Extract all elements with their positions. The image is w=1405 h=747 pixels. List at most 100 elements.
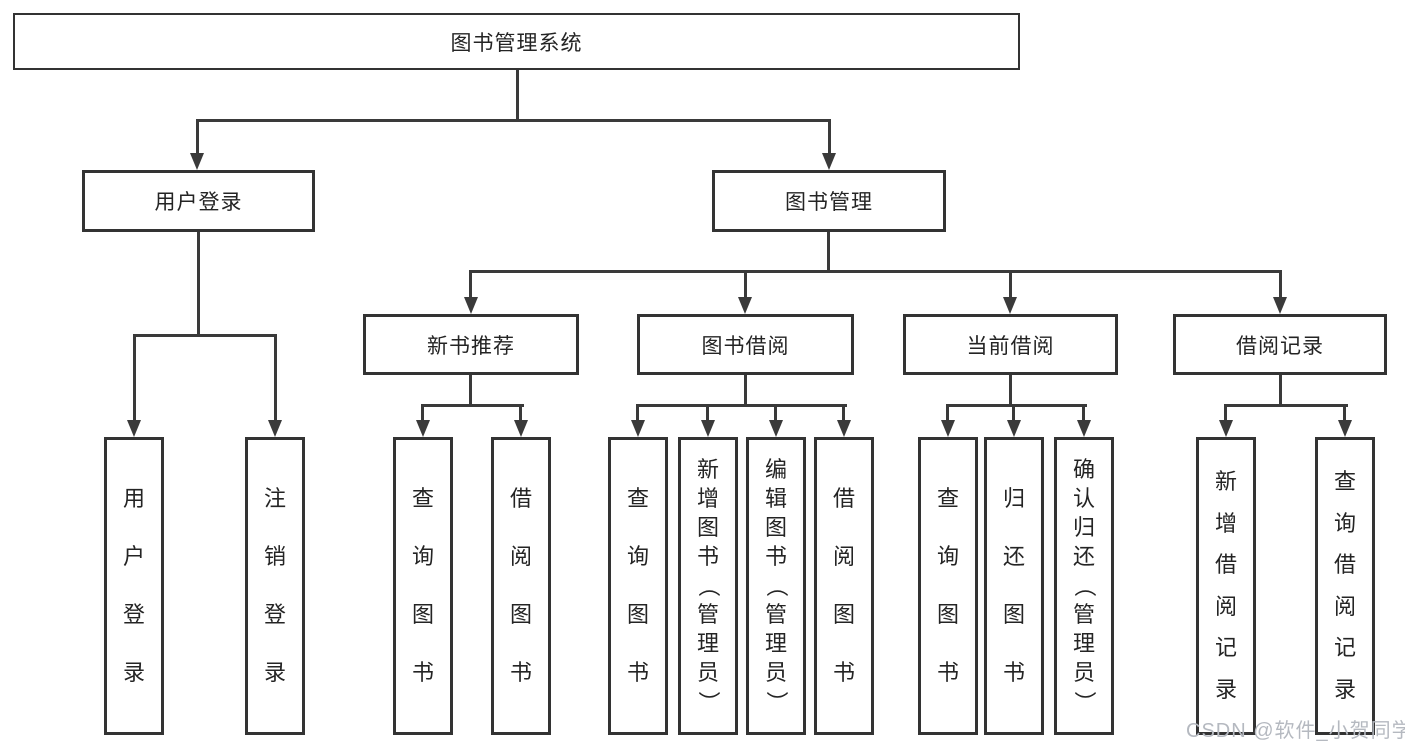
connector-vline — [1279, 375, 1282, 407]
vertical-label-char: 员 — [1072, 660, 1095, 685]
connector-vline — [1224, 404, 1227, 424]
vertical-label-char: 注 — [263, 486, 286, 511]
node-book-borrowing: 图书借阅 — [637, 314, 854, 375]
leaf-add-book-admin: 新增图书（管理员） — [678, 437, 738, 735]
vertical-label-char: 询 — [936, 544, 959, 569]
csdn-watermark: CSDN @软件_小贺同学 — [1186, 720, 1405, 742]
vertical-label-char: 确 — [1072, 457, 1095, 482]
vertical-label-char: 辑 — [764, 486, 787, 511]
vertical-label-char: 认 — [1072, 486, 1095, 511]
connector-hline — [133, 334, 277, 337]
vertical-label-char: 图 — [936, 602, 959, 627]
connector-vline — [519, 404, 522, 424]
vertical-label-char: 书 — [626, 660, 649, 685]
vertical-label-char: 管 — [764, 602, 787, 627]
connector-vline — [706, 404, 709, 424]
arrowhead-down-icon — [190, 153, 204, 170]
connector-vline — [744, 375, 747, 407]
vertical-label-char: 管 — [1072, 602, 1095, 627]
vertical-label-char: 录 — [1214, 676, 1237, 702]
leaf-borrow-books: 借阅图书 — [814, 437, 874, 735]
connector-hline — [1224, 404, 1348, 407]
connector-vline — [828, 119, 831, 156]
vertical-label-char: 理 — [764, 631, 787, 656]
vertical-label-char: 图 — [832, 602, 855, 627]
connector-vline — [133, 334, 136, 424]
connector-vline — [636, 404, 639, 424]
vertical-label-char: 借 — [509, 486, 532, 511]
arrowhead-down-icon — [268, 420, 282, 437]
vertical-label-char: 登 — [263, 602, 286, 627]
vertical-label-char: 还 — [1002, 544, 1025, 569]
vertical-label-char: 书 — [509, 660, 532, 685]
vertical-label-char: 理 — [1072, 631, 1095, 656]
vertical-label-char: 图 — [1002, 602, 1025, 627]
connector-hline — [946, 404, 1087, 407]
connector-vline — [274, 334, 277, 424]
vertical-label-char: 图 — [696, 515, 719, 540]
vertical-label-char: 编 — [764, 457, 787, 482]
connector-vline — [1082, 404, 1085, 424]
vertical-label-char: （ — [1071, 574, 1097, 598]
leaf-edit-book-admin: 编辑图书（管理员） — [746, 437, 806, 735]
vertical-label-char: 录 — [122, 660, 145, 685]
arrowhead-down-icon — [701, 420, 715, 437]
connector-vline — [744, 270, 747, 302]
arrowhead-down-icon — [127, 420, 141, 437]
vertical-label-char: 借 — [1333, 552, 1356, 578]
leaf-query-borrow-record: 查询借阅记录 — [1315, 437, 1375, 735]
vertical-label-char: ） — [695, 690, 721, 714]
vertical-label-char: ） — [763, 690, 789, 714]
vertical-label-char: 管 — [696, 602, 719, 627]
leaf-query-books-current: 查询图书 — [918, 437, 978, 735]
connector-vline — [827, 232, 830, 273]
vertical-label-char: 查 — [1333, 469, 1356, 495]
connector-vline — [946, 404, 949, 424]
vertical-label-char: 销 — [263, 544, 286, 569]
leaf-add-borrow-record: 新增借阅记录 — [1196, 437, 1256, 735]
vertical-label-char: 图 — [764, 515, 787, 540]
arrowhead-down-icon — [514, 420, 528, 437]
vertical-label-char: 询 — [626, 544, 649, 569]
vertical-label-char: 阅 — [832, 544, 855, 569]
connector-hline — [636, 404, 847, 407]
connector-hline — [196, 119, 831, 122]
arrowhead-down-icon — [416, 420, 430, 437]
vertical-label-char: 书 — [696, 544, 719, 569]
vertical-label-char: 增 — [696, 486, 719, 511]
vertical-label-char: 图 — [509, 602, 532, 627]
vertical-label-char: 员 — [696, 660, 719, 685]
vertical-label-char: 阅 — [509, 544, 532, 569]
vertical-label-char: 还 — [1072, 544, 1095, 569]
vertical-label-char: 户 — [122, 544, 145, 569]
connector-vline — [421, 404, 424, 424]
arrowhead-down-icon — [837, 420, 851, 437]
vertical-label-char: 图 — [626, 602, 649, 627]
connector-vline — [1343, 404, 1346, 424]
vertical-label-char: 阅 — [1214, 593, 1237, 619]
node-user-login: 用户登录 — [82, 170, 315, 232]
vertical-label-char: 阅 — [1333, 593, 1356, 619]
vertical-label-char: 员 — [764, 660, 787, 685]
vertical-label-char: 书 — [832, 660, 855, 685]
leaf-query-books-borrowing: 查询图书 — [608, 437, 668, 735]
vertical-label-char: 增 — [1214, 510, 1237, 536]
leaf-logout: 注销登录 — [245, 437, 305, 735]
arrowhead-down-icon — [464, 297, 478, 314]
vertical-label-char: 登 — [122, 602, 145, 627]
connector-hline — [469, 270, 1281, 273]
node-book-management: 图书管理 — [712, 170, 946, 232]
vertical-label-char: 归 — [1072, 515, 1095, 540]
connector-vline — [196, 119, 199, 156]
arrowhead-down-icon — [941, 420, 955, 437]
connector-vline — [1009, 375, 1012, 407]
vertical-label-char: 查 — [936, 486, 959, 511]
leaf-user-login: 用户登录 — [104, 437, 164, 735]
arrowhead-down-icon — [1338, 420, 1352, 437]
arrowhead-down-icon — [1077, 420, 1091, 437]
leaf-return-books: 归还图书 — [984, 437, 1044, 735]
vertical-label-char: （ — [763, 574, 789, 598]
vertical-label-char: 查 — [626, 486, 649, 511]
vertical-label-char: 记 — [1333, 635, 1356, 661]
